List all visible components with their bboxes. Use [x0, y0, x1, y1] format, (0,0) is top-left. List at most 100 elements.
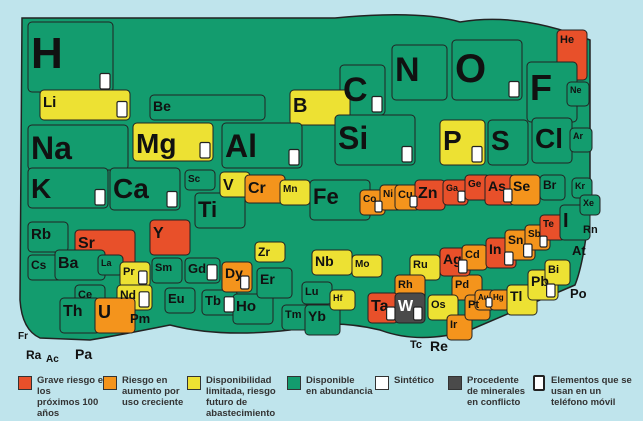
phone-icon — [458, 259, 468, 274]
symbol-i: I — [563, 210, 569, 232]
legend-swatch — [18, 376, 32, 390]
symbol-b: B — [293, 95, 307, 117]
legend-item-riesgo: Riesgo en aumento por uso creciente — [103, 375, 183, 408]
symbol-th: Th — [63, 303, 83, 320]
phone-icon — [485, 297, 493, 308]
cell-ca — [109, 167, 181, 211]
symbol-ir: Ir — [450, 319, 458, 331]
legend-item-sintetico: Sintético — [375, 375, 434, 390]
symbol-n: N — [395, 51, 420, 89]
symbol-ho: Ho — [236, 298, 256, 315]
cell-os — [427, 294, 459, 321]
phone-icon — [240, 275, 250, 290]
legend-item-grave: Grave riesgo en los próximos 100 años — [18, 375, 109, 419]
symbol-ce: Ce — [78, 289, 92, 301]
symbol-p: P — [443, 125, 462, 156]
legend-swatch — [375, 376, 389, 390]
legend-label: Disponible en abundancia — [306, 375, 373, 397]
symbol-na: Na — [31, 130, 72, 166]
symbol-y: Y — [153, 225, 164, 242]
symbol-s: S — [491, 125, 510, 156]
phone-icon — [288, 148, 300, 166]
cell-ir — [446, 314, 473, 341]
symbol-au: Au — [478, 293, 489, 302]
cell-ar — [569, 127, 593, 153]
phone-icon — [457, 190, 466, 203]
phone-icon — [386, 306, 396, 321]
legend-label: Elementos que se usan en un teléfono móv… — [551, 375, 632, 408]
phone-icon — [413, 306, 423, 321]
phone-icon — [409, 195, 418, 208]
symbol-kr: Kr — [575, 181, 585, 191]
symbol-rn: Rn — [583, 224, 598, 236]
symbol-ne: Ne — [570, 85, 582, 95]
symbol-pd: Pd — [455, 279, 469, 291]
symbol-sm: Sm — [155, 262, 172, 274]
symbol-mo: Mo — [355, 259, 369, 270]
symbol-li: Li — [43, 94, 56, 111]
symbol-cd: Cd — [465, 249, 480, 261]
symbol-cl: Cl — [535, 123, 563, 154]
symbol-ta: Ta — [371, 298, 389, 315]
symbol-nb: Nb — [315, 253, 334, 269]
symbol-cu: Cu — [398, 189, 413, 201]
symbol-xe: Xe — [583, 198, 594, 208]
phone-icon — [522, 243, 533, 258]
phone-icon — [508, 80, 520, 98]
legend-swatch — [448, 376, 462, 390]
cell-u — [94, 297, 136, 334]
cell-eu — [164, 287, 196, 314]
symbol-cs: Cs — [31, 258, 47, 272]
legend-label: Procedente de minerales en conflicto — [467, 375, 526, 408]
cell-o — [451, 39, 523, 101]
legend-item-abundancia: Disponible en abundancia — [287, 375, 373, 397]
phone-icon — [539, 235, 548, 248]
cell-b — [289, 89, 351, 126]
symbol-ge: Ge — [468, 179, 482, 190]
legend-label: Sintético — [394, 375, 435, 386]
symbol-tl: Tl — [510, 288, 522, 304]
phone-icon — [533, 375, 545, 391]
cell-br — [539, 174, 566, 201]
symbol-rb: Rb — [31, 226, 51, 243]
symbol-tm: Tm — [285, 309, 302, 321]
symbol-ra: Ra — [26, 348, 42, 362]
cell-sc — [184, 169, 216, 191]
symbol-br: Br — [543, 178, 557, 192]
cell-yb — [304, 304, 341, 336]
symbol-pa: Pa — [75, 346, 92, 362]
symbol-o: O — [455, 47, 486, 91]
legend-label: Riesgo en aumento por uso creciente — [122, 375, 184, 408]
symbol-ca: Ca — [113, 173, 149, 204]
symbol-hg: Hg — [493, 293, 504, 302]
symbol-si: Si — [338, 120, 368, 156]
symbol-k: K — [31, 173, 51, 204]
symbol-h: H — [31, 29, 63, 78]
phone-icon — [206, 264, 218, 281]
phone-icon — [138, 291, 150, 308]
cell-y — [149, 219, 191, 256]
symbol-mn: Mn — [283, 184, 297, 195]
cell-mo — [351, 254, 383, 278]
symbol-eu: Eu — [168, 291, 185, 306]
cell-mg — [132, 122, 214, 162]
symbol-se: Se — [513, 178, 530, 194]
symbol-re: Re — [430, 338, 448, 354]
symbol-ag: Ag — [443, 251, 462, 267]
symbol-la: La — [101, 258, 112, 268]
symbol-te: Te — [543, 219, 554, 230]
cell-k — [27, 167, 109, 209]
symbol-he: He — [560, 34, 574, 46]
symbol-as: As — [488, 178, 506, 194]
cell-n — [391, 44, 448, 101]
symbol-fr: Fr — [18, 331, 28, 342]
legend-item-phone: Elementos que se usan en un teléfono móv… — [533, 375, 632, 408]
phone-icon — [471, 145, 483, 163]
cell-zr — [254, 241, 286, 263]
symbol-ga: Ga — [446, 183, 459, 193]
phone-icon — [504, 251, 514, 266]
symbol-u: U — [98, 302, 111, 322]
symbol-co: Co — [363, 194, 376, 205]
cell-li — [39, 89, 131, 121]
